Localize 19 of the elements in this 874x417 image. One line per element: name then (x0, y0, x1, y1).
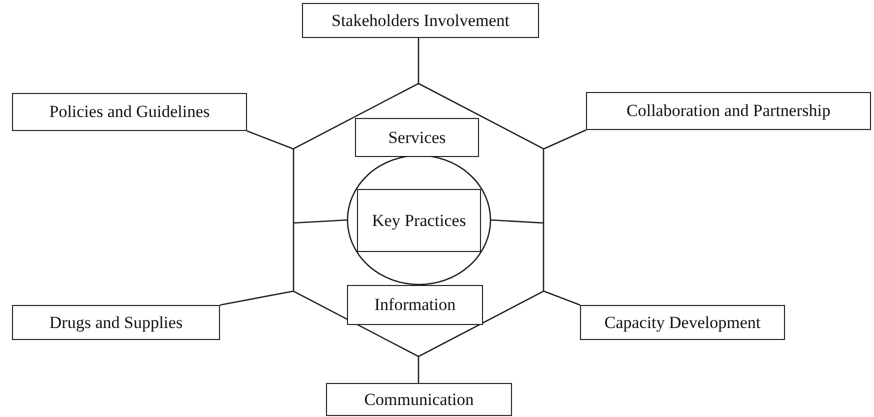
connector-line (418, 38, 420, 83)
circle-frame (347, 155, 491, 285)
hexagon-frame (293, 83, 544, 357)
connector-line (544, 129, 586, 150)
connector-line (246, 130, 294, 150)
text-box: Capacity Development (580, 305, 785, 340)
text-box: Stakeholders Involvement (302, 3, 539, 38)
connector-line (490, 219, 544, 224)
text-box: Key Practices (357, 189, 481, 252)
connector-line (220, 290, 294, 306)
connector-line (418, 357, 420, 383)
text-box: Drugs and Supplies (12, 305, 220, 340)
text-box: Services (355, 118, 479, 157)
connector-line (292, 219, 348, 224)
text-box: Policies and Guidelines (12, 93, 247, 131)
text-box: Information (347, 285, 483, 325)
text-box: Communication (326, 383, 512, 416)
text-box: Collaboration and Partnership (586, 92, 871, 130)
connector-line (544, 290, 580, 306)
